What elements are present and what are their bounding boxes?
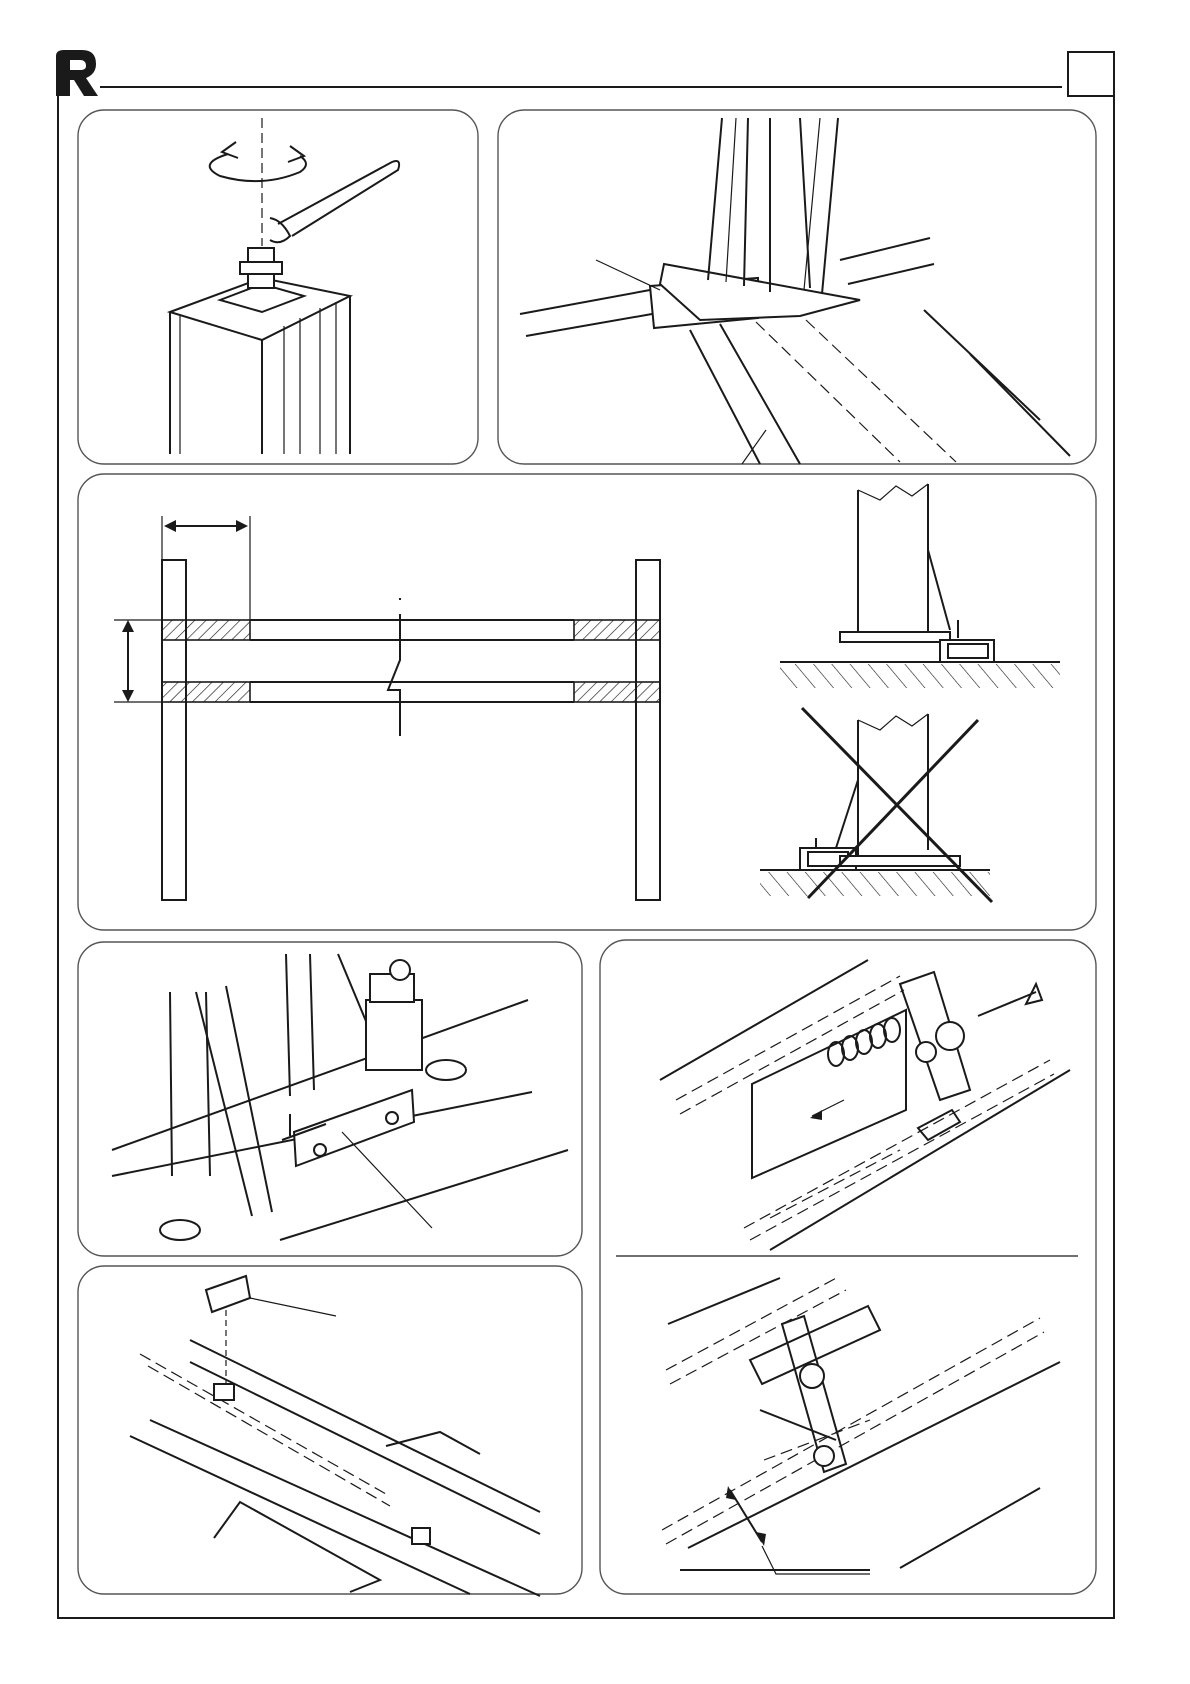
fig-column-base-on-rail bbox=[498, 110, 1096, 464]
fig-limit-switch-bracket bbox=[78, 942, 582, 1256]
switch-icon bbox=[390, 960, 410, 980]
page-header bbox=[56, 50, 1114, 96]
fig-anchor-nut-adjustment bbox=[78, 110, 478, 464]
brand-logo bbox=[56, 50, 98, 96]
fig-rail-clip-insertion bbox=[78, 1266, 582, 1596]
page-number-box bbox=[1068, 52, 1114, 96]
fig-chain-tensioner-exploded bbox=[600, 940, 1096, 1594]
